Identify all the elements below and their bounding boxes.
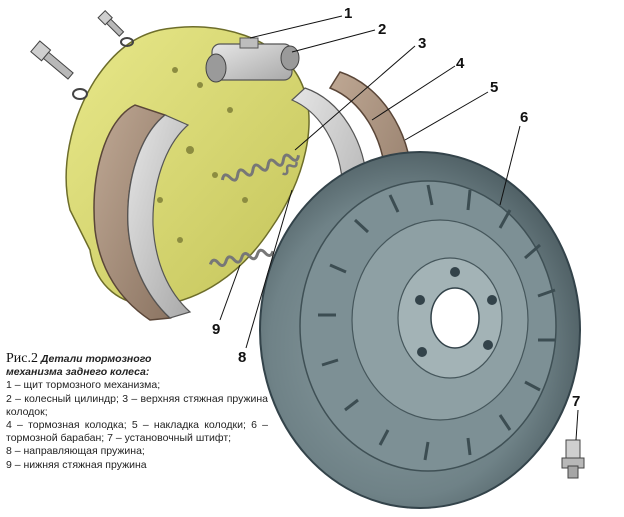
legend-item: 4 – тормозная колодка; 5 – накладка коло… (6, 419, 268, 445)
locating-pin (561, 439, 585, 479)
figure-caption: Рис.2 Детали тормозного механизма заднег… (6, 352, 268, 472)
legend-item: 2 – колесный цилиндр; 3 – верхняя стяжна… (6, 392, 268, 418)
callout-7: 7 (572, 393, 581, 410)
legend-item: 1 – щит тормозного механизма; (6, 379, 161, 392)
wheel-cylinder (205, 37, 300, 83)
callout-1: 1 (344, 5, 353, 22)
callout-2: 2 (378, 21, 387, 38)
upper-return-spring (220, 153, 300, 182)
mounting-bolts (30, 9, 134, 100)
guide-spring (282, 161, 298, 176)
leader-lines (219, 15, 579, 441)
callout-8: 8 (238, 349, 247, 366)
callout-5: 5 (490, 79, 499, 96)
figure-title-line2: механизма заднего колеса: (6, 366, 150, 379)
lower-return-spring (208, 248, 275, 267)
callout-3: 3 (418, 35, 427, 52)
left-brake-shoe (93, 104, 192, 321)
callout-9: 9 (212, 321, 221, 338)
legend-item: 8 – направляющая пружина; (6, 445, 145, 458)
callout-6: 6 (520, 109, 529, 126)
figure-title-line1: Детали тормозного (40, 353, 152, 365)
figure-number: Рис.2 (6, 351, 38, 366)
brake-drum (259, 151, 581, 509)
legend-item: 9 – нижняя стяжная пружина (6, 458, 147, 471)
callout-4: 4 (456, 55, 465, 72)
